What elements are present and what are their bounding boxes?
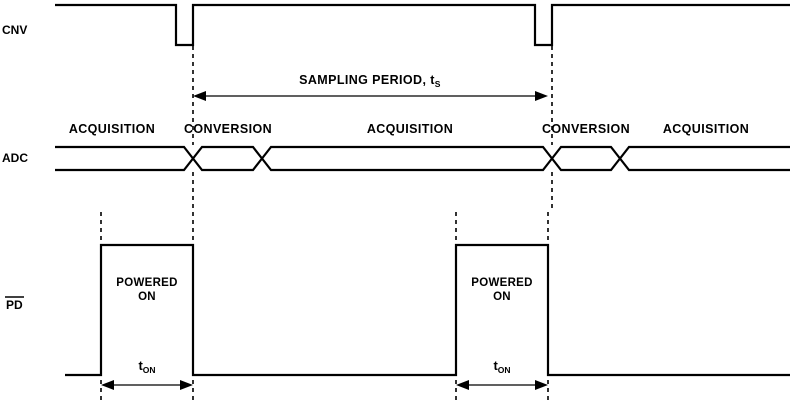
sampling-period-arrowhead-left [193,91,206,101]
adc-bus-waveform [55,145,790,172]
adc-state-labels: ACQUISITION CONVERSION ACQUISITION CONVE… [69,122,749,136]
cnv-waveform [55,3,790,47]
signal-label-adc: ADC [2,151,28,165]
pd-waveform [65,243,790,377]
adc-state-label-acquisition-2: ACQUISITION [367,122,453,136]
sampling-period-label: SAMPLING PERIOD, tS [299,73,441,89]
signal-label-pd: PD [6,298,23,312]
sampling-period-annotation: SAMPLING PERIOD, tS [193,73,548,101]
powered-on-line2-right: ON [493,291,511,303]
adc-state-label-conversion-2: CONVERSION [542,122,630,136]
dashed-markers-pd [100,212,549,402]
t-on-arrowhead-right-1 [180,380,193,390]
t-on-arrowhead-left-2 [456,380,469,390]
powered-on-line1-right: POWERED [471,277,533,289]
powered-on-line1-left: POWERED [116,277,178,289]
t-on-arrowhead-right-2 [535,380,548,390]
powered-on-label-2: POWERED ON [471,277,533,303]
adc-bus-top-path [55,145,790,161]
t-on-annotation-2: tON [456,358,548,390]
powered-on-line2-left: ON [138,291,156,303]
signal-label-pd-group: PD [5,296,24,312]
cnv-signal-path [55,3,790,47]
t-on-arrowhead-left-1 [101,380,114,390]
adc-state-label-acquisition-3: ACQUISITION [663,122,749,136]
t-on-label-1: tON [138,358,155,375]
t-on-annotation-1: tON [101,358,193,390]
t-on-label-2: tON [493,358,510,375]
dashed-markers-top [192,46,553,212]
adc-state-label-conversion-1: CONVERSION [184,122,272,136]
adc-state-label-acquisition-1: ACQUISITION [69,122,155,136]
powered-on-label-1: POWERED ON [116,277,178,303]
adc-bus-bottom-path [55,156,790,172]
signal-label-cnv: CNV [2,23,27,37]
pd-signal-path [65,243,790,377]
sampling-period-arrowhead-right [535,91,548,101]
